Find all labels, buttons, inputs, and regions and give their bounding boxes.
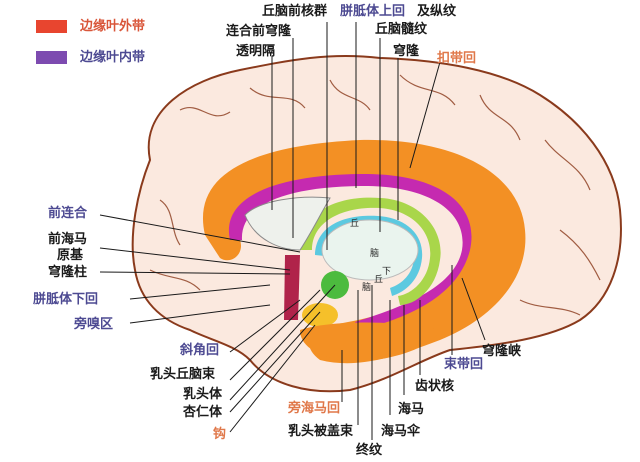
label-parahippocampal-gyrus: 旁海马回 [288,401,341,416]
label-anterior-commissure: 前连合 [48,206,88,221]
inner-label-hypothalamus-3: 脑 [362,283,372,293]
label-uncus: 钩 [213,427,227,442]
label-anterior-hippocampal: 前海马 [48,232,88,247]
label-amygdala: 杏仁体 [183,405,223,420]
label-diagonal-gyrus: 斜角回 [180,343,220,358]
label-mamillothalamic-tract: 乳头丘脑束 [150,367,216,382]
fornix-column [284,255,300,320]
label-supracallosal-gyrus: 胼胝体上回 [340,4,406,19]
legend-label-inner: 边缘叶内带 [80,50,146,65]
label-mamillary-body: 乳头体 [183,387,223,402]
label-mamillotegmental-tract: 乳头被盖束 [288,424,354,439]
inner-label-hypothalamus-1: 下 [382,267,392,277]
label-precommissural-fornix: 连合前穹隆 [226,24,292,39]
label-paraolfactory-area: 旁嗅区 [74,317,114,332]
label-hippocampus: 海马 [398,402,425,417]
label-fornix-column: 穹隆柱 [48,265,88,280]
inner-label-hypothalamus-2: 丘 [374,275,384,285]
parahippocampal-gyrus [300,322,440,361]
label-stria-medullaris: 丘脑髓纹 [375,22,428,37]
amygdala [302,303,338,327]
inner-label-thalamus-1: 丘 [350,219,360,229]
label-dentate-nucleus: 齿状核 [415,379,455,394]
label-fornix: 穹隆 [393,44,420,59]
label-fimbria: 海马伞 [381,424,421,439]
label-septum-pellucidum: 透明隔 [236,44,276,59]
label-subcallosal-gyrus: 胼胝体下回 [33,292,99,307]
legend-swatch-outer [36,20,67,33]
label-rudiment: 原基 [57,248,84,263]
legend-swatch-inner [36,51,67,64]
legend-label-outer: 边缘叶外带 [80,19,146,34]
label-longitudinal-striae: 及纵纹 [417,4,457,19]
septum-region [244,196,331,251]
thalamus-region [321,219,419,281]
inner-label-thalamus-2: 脑 [370,249,380,259]
label-fasciolar-gyrus: 束带回 [444,357,484,372]
label-fornix-isthmus: 穹隆峡 [482,344,522,359]
label-stria-terminalis: 终纹 [356,443,383,458]
label-anterior-thalamic-nuclei: 丘脑前核群 [262,4,328,19]
label-cingulate-gyrus: 扣带回 [437,51,477,66]
